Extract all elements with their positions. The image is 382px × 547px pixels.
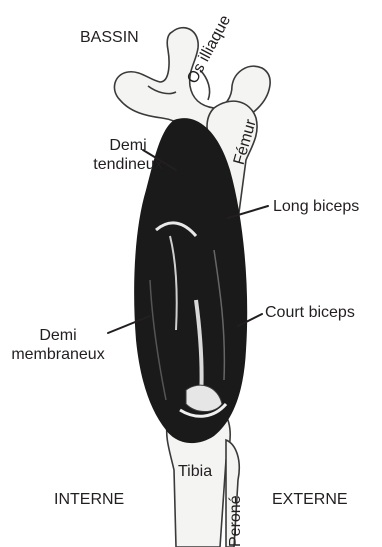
label-tibia: Tibia xyxy=(178,462,212,481)
label-perone: Peroné xyxy=(226,495,245,547)
label-demi-membraneux-line1: Demi xyxy=(8,326,108,345)
label-demi-tendineux: Demi tendineux xyxy=(88,136,168,174)
label-bassin: BASSIN xyxy=(80,28,139,47)
label-court-biceps: Court biceps xyxy=(265,303,355,322)
label-interne: INTERNE xyxy=(54,490,124,509)
label-externe: EXTERNE xyxy=(272,490,348,509)
label-demi-membraneux-line2: membraneux xyxy=(8,345,108,364)
label-demi-tendineux-line1: Demi xyxy=(88,136,168,155)
label-demi-membraneux: Demi membraneux xyxy=(8,326,108,364)
label-demi-tendineux-line2: tendineux xyxy=(88,155,168,174)
label-long-biceps: Long biceps xyxy=(273,197,359,216)
